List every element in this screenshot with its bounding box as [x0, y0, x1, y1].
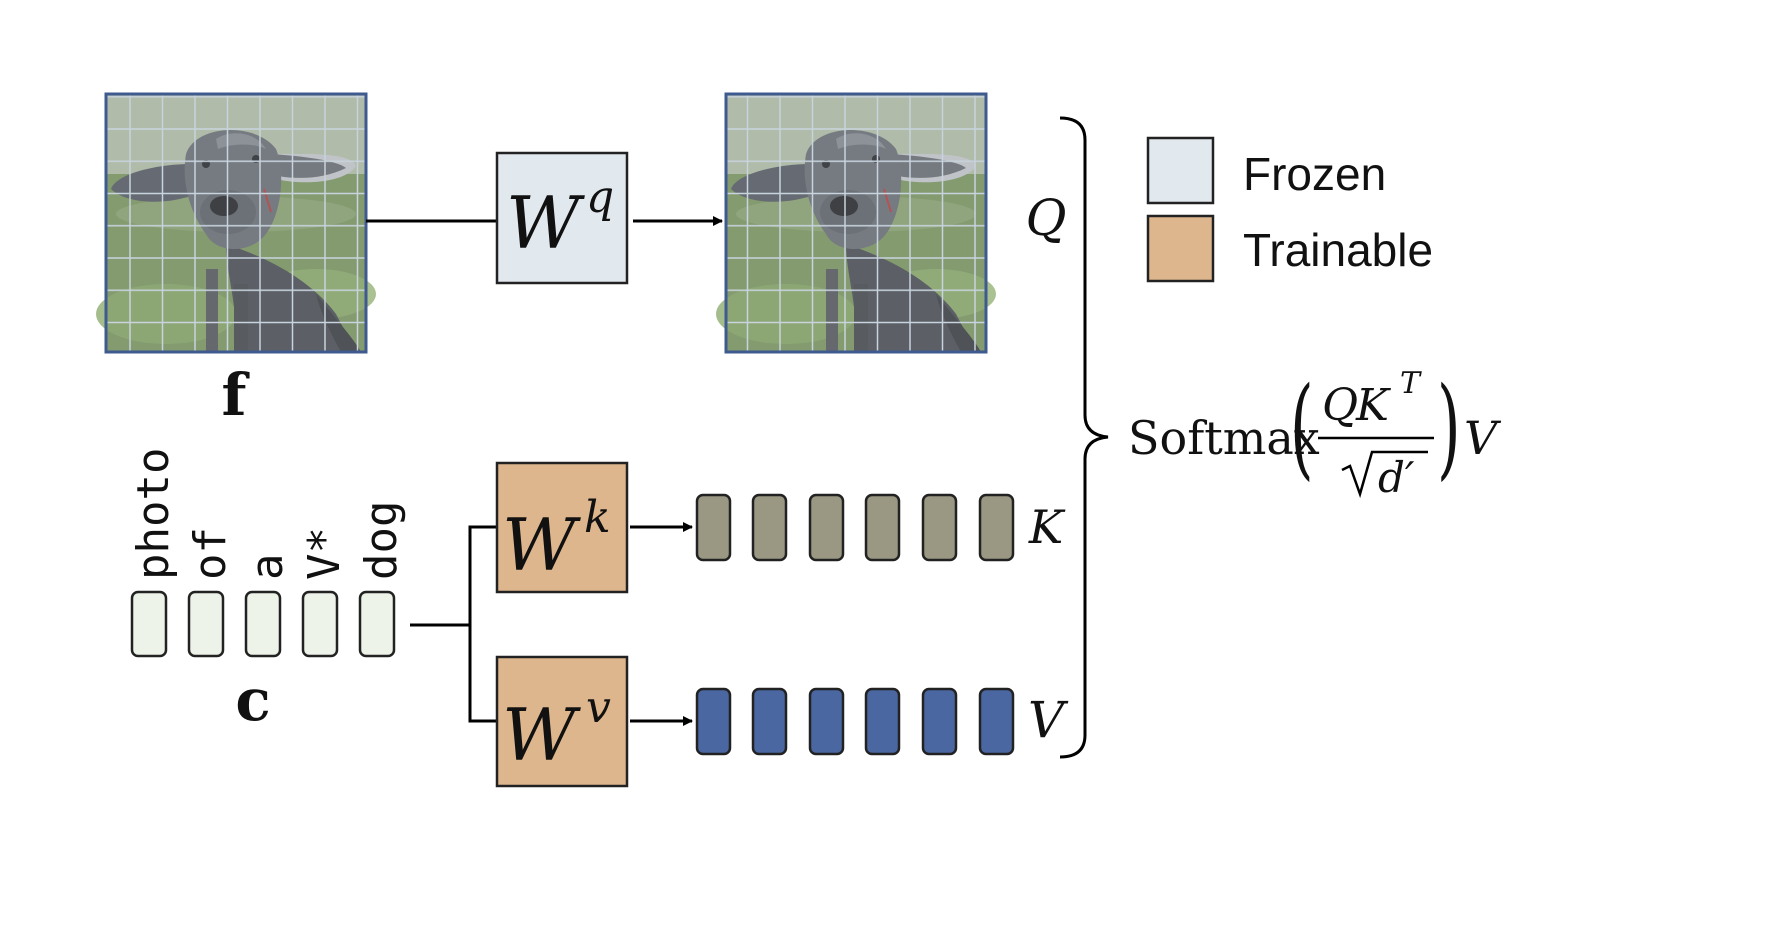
wv-superscript: v [586, 682, 611, 733]
formula-right-paren: ) [1437, 363, 1461, 491]
wv-box [495, 655, 629, 788]
value-vector-block [921, 687, 958, 756]
value-vector-block [751, 687, 788, 756]
text-condition-label: c [235, 666, 270, 734]
value-vector-block [864, 687, 901, 756]
token-embeddings [130, 590, 396, 658]
token-embedding-block [301, 590, 339, 658]
wk-box [495, 461, 629, 594]
formula-sqrt-sign [1341, 450, 1428, 499]
token-label-a: a [242, 554, 293, 581]
key-vector-block [808, 493, 845, 562]
token-embedding-block [244, 590, 282, 658]
token-label-vstar: V* [299, 527, 350, 580]
token-embedding-block [358, 590, 396, 658]
formula-transpose: T [1400, 366, 1422, 401]
formula-denominator: d′ [1378, 453, 1415, 502]
formula-left-paren: ( [1290, 363, 1314, 491]
token-label-dog: dog [356, 501, 407, 580]
value-label: V [1028, 691, 1069, 749]
wk-base: W [502, 503, 581, 587]
formula-softmax: Softmax [1128, 411, 1320, 465]
token-labels: photo of a V* dog [128, 448, 407, 580]
wv-base: W [502, 693, 581, 777]
key-vector-block [864, 493, 901, 562]
wk-block: W k [495, 461, 629, 594]
qkv-brace [1059, 116, 1109, 759]
input-grid-overlay [106, 94, 366, 352]
key-label: K [1028, 500, 1066, 554]
legend: Frozen Trainable [1146, 136, 1433, 283]
wq-base: W [506, 181, 585, 265]
wq-box [495, 151, 629, 285]
legend-trainable-label: Trainable [1243, 224, 1433, 276]
wv-block: W v [495, 655, 629, 788]
query-image-border [724, 92, 988, 354]
query-grid-overlay [726, 94, 986, 352]
key-vector-block [751, 493, 788, 562]
connector-c-to-wv [468, 625, 497, 723]
token-label-photo: photo [128, 448, 179, 580]
connector-c-to-wk [468, 525, 497, 625]
formula-numerator-k: K [1355, 380, 1391, 431]
input-feature-map [95, 92, 377, 354]
value-vector-block [808, 687, 845, 756]
value-vector-block [978, 687, 1015, 756]
token-label-of: of [185, 527, 236, 580]
legend-frozen-swatch [1146, 136, 1215, 205]
formula-value: V [1464, 411, 1502, 465]
value-vector-block [695, 687, 732, 756]
token-embedding-block [130, 590, 168, 658]
legend-frozen-label: Frozen [1243, 148, 1386, 200]
query-feature-map [715, 92, 997, 354]
token-embedding-block [187, 590, 225, 658]
query-label: Q [1026, 189, 1067, 247]
key-vectors [695, 493, 1015, 562]
wk-superscript: k [584, 492, 611, 543]
value-vectors [695, 687, 1015, 756]
input-image-border [104, 92, 368, 354]
key-vector-block [978, 493, 1015, 562]
wq-block: W q [495, 151, 629, 285]
wq-superscript: q [586, 172, 614, 223]
attention-formula: Softmax ( Q K T d′ ) V [1128, 363, 1502, 502]
key-vector-block [695, 493, 732, 562]
legend-trainable-swatch [1146, 214, 1215, 283]
feature-map-label: f [222, 361, 251, 429]
key-vector-block [921, 493, 958, 562]
formula-numerator-q: Q [1322, 380, 1358, 431]
